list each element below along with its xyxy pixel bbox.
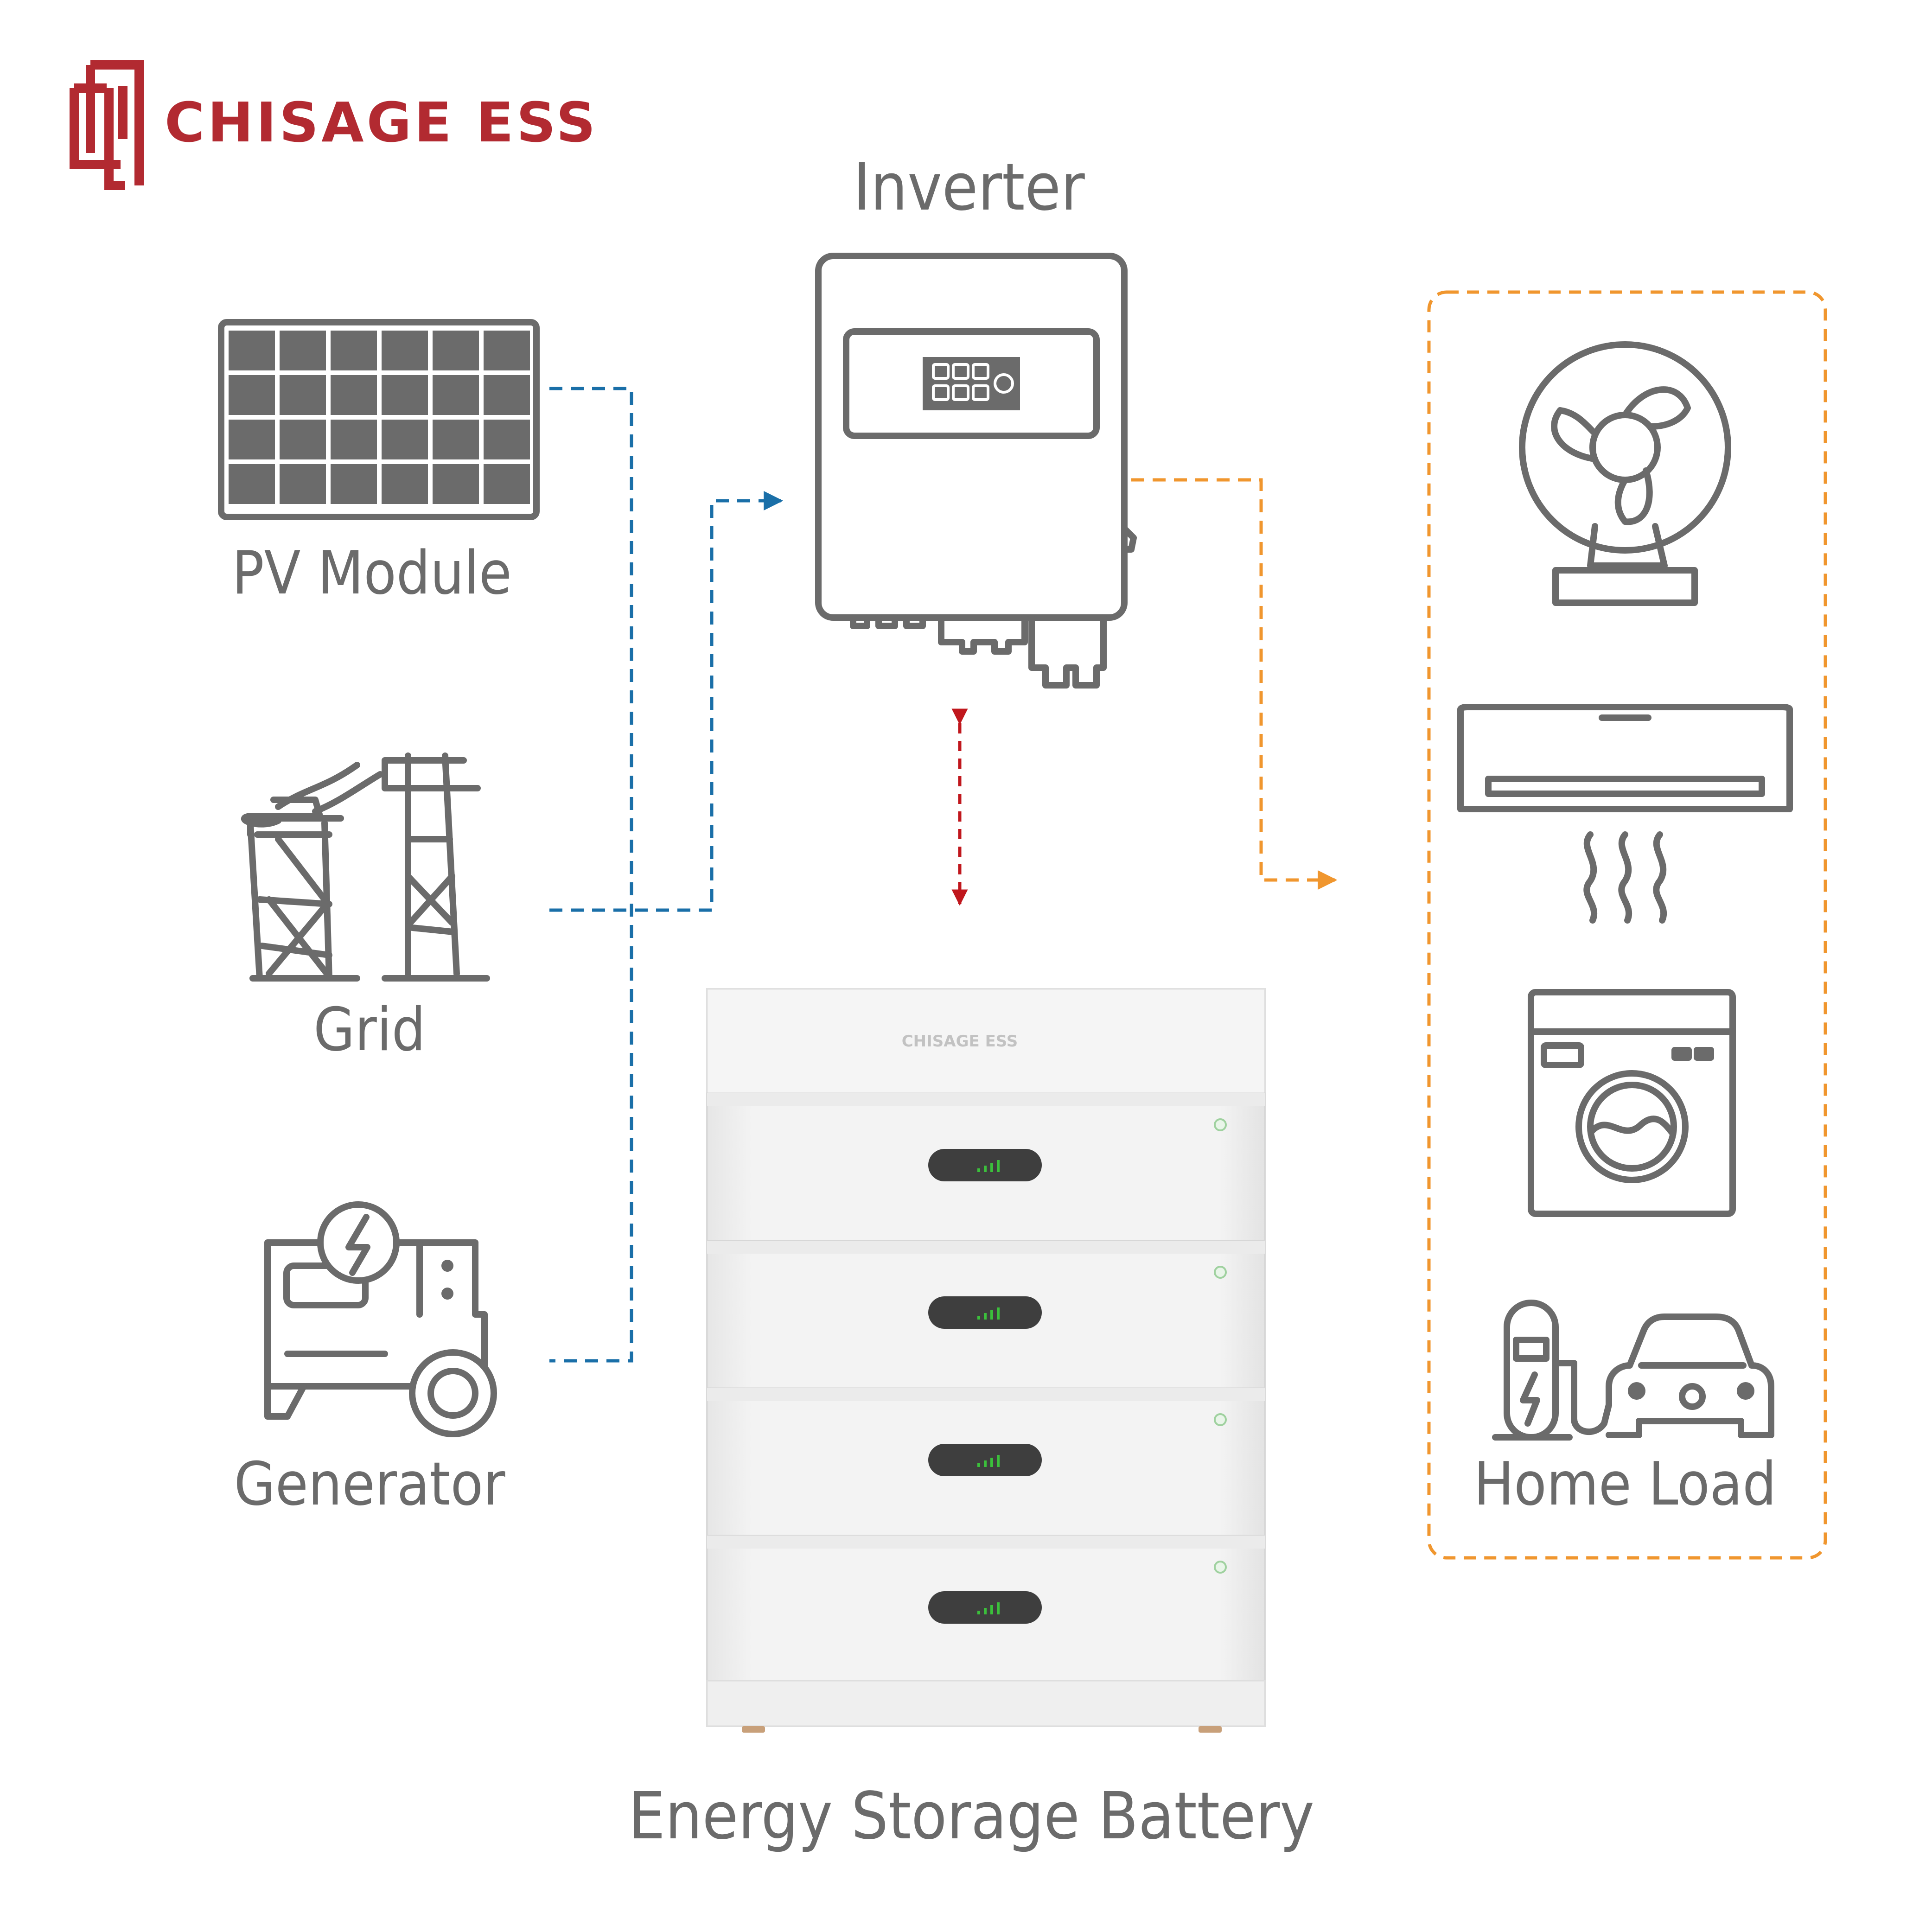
battery-soc-led (990, 1310, 993, 1320)
home-load-label: Home Load (1474, 1450, 1777, 1519)
battery-soc-led (977, 1316, 980, 1320)
battery-module (706, 1387, 1266, 1537)
grid-label: Grid (313, 995, 426, 1065)
solar-cell (484, 331, 530, 370)
solar-cell (229, 331, 275, 370)
battery-soc-led (990, 1458, 993, 1467)
brand-logo: CHISAGE ESS (70, 60, 598, 190)
generator-icon: Generator (234, 1201, 505, 1519)
pv-flow-line (549, 387, 633, 1363)
washing-machine-icon (1528, 989, 1736, 1217)
solar-cell (382, 464, 428, 504)
solar-cell (433, 464, 479, 504)
solar-cell (433, 420, 479, 459)
air-conditioner-icon (1457, 704, 1793, 924)
solar-cell (331, 375, 377, 415)
battery-soc-led (997, 1307, 1000, 1320)
grid-flow-line (549, 491, 784, 912)
battery-soc-led (977, 1611, 980, 1614)
power-tower-icon: Grid (241, 752, 490, 1065)
battery-power-led (1214, 1413, 1227, 1426)
battery-soc-led (990, 1605, 993, 1614)
solar-cell (331, 464, 377, 504)
battery-stack-icon: CHISAGE ESS Energy Storage Battery (628, 988, 1314, 1854)
home-load-box (1427, 290, 1827, 1560)
solar-cell (484, 420, 530, 459)
load-flow-line (1131, 478, 1338, 890)
battery-display (928, 1591, 1042, 1624)
inverter-terminals (850, 525, 1137, 689)
inverter-icon: Inverter (815, 150, 1137, 689)
battery-soc-led (977, 1463, 980, 1467)
battery-foot (1199, 1726, 1222, 1733)
battery-soc-led (997, 1160, 1000, 1172)
inverter-display (923, 357, 1020, 410)
battery-soc-led (984, 1313, 987, 1320)
home-load-group: Home Load (1427, 290, 1827, 1560)
inverter-label: Inverter (853, 150, 1085, 225)
battery-power-led (1214, 1561, 1227, 1574)
solar-cell (382, 375, 428, 415)
battery-soc-led (997, 1602, 1000, 1614)
battery-label: Energy Storage Battery (628, 1779, 1314, 1854)
ev-charger-icon (1492, 1300, 1774, 1441)
solar-cell (382, 331, 428, 370)
solar-cell (229, 464, 275, 504)
solar-cell (331, 331, 377, 370)
battery-soc-led (984, 1166, 987, 1172)
battery-modules (706, 1092, 1266, 1684)
input-flow-lines (549, 387, 784, 1363)
battery-display (928, 1296, 1042, 1329)
battery-module (706, 1240, 1266, 1389)
solar-cell (331, 420, 377, 459)
fan-icon (1519, 341, 1731, 606)
solar-cell (484, 464, 530, 504)
battery-soc-led (984, 1460, 987, 1467)
solar-cell (433, 331, 479, 370)
battery-soc-led (977, 1168, 980, 1172)
battery-display (928, 1444, 1042, 1476)
battery-soc-led (990, 1163, 993, 1172)
battery-power-led (1214, 1118, 1227, 1131)
battery-soc-led (984, 1608, 987, 1614)
solar-cells (229, 331, 530, 504)
battery-display (928, 1149, 1042, 1181)
solar-cell (229, 375, 275, 415)
brand-logo-icon (70, 60, 144, 190)
solar-cell (280, 375, 326, 415)
battery-module (706, 1535, 1266, 1684)
solar-cell (280, 331, 326, 370)
generator-label: Generator (234, 1450, 505, 1519)
battery-module (706, 1092, 1266, 1242)
battery-soc-led (997, 1455, 1000, 1467)
pv-module-label: PV Module (232, 539, 512, 608)
battery-foot (742, 1726, 765, 1733)
brand-name: CHISAGE ESS (165, 90, 598, 154)
solar-cell (280, 464, 326, 504)
solar-cell (229, 420, 275, 459)
battery-power-led (1214, 1266, 1227, 1279)
solar-cell (433, 375, 479, 415)
solar-cell (484, 375, 530, 415)
solar-panel-icon: PV Module (218, 319, 540, 608)
solar-cell (382, 420, 428, 459)
battery-brand-badge: CHISAGE ESS (902, 1032, 1018, 1051)
solar-cell (280, 420, 326, 459)
